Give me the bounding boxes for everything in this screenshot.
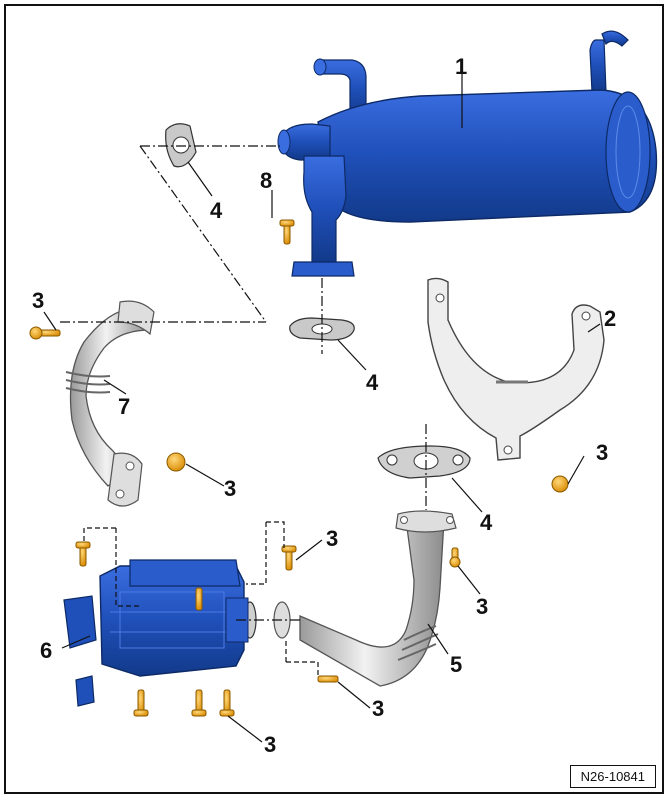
callout-4-cooler-inlet: 4 [210, 198, 223, 223]
callout-2: 2 [604, 306, 617, 331]
figure-reference: N26-10841 [569, 765, 656, 788]
callout-4-cooler-outlet: 4 [366, 370, 379, 395]
leader-lines [43, 74, 601, 743]
bolt-pipe5-lower [317, 675, 339, 683]
bracket [427, 277, 605, 461]
bolt-valve-bottom-3 [219, 689, 235, 717]
bolt-valve-center [195, 587, 203, 611]
callout-4-pipe5: 4 [480, 510, 493, 535]
callout-1: 1 [455, 54, 468, 79]
bolt-pipe5-flange [449, 547, 461, 568]
callout-3-pipe7-nut: 3 [224, 476, 237, 501]
callout-3-pipe5-flange: 3 [476, 594, 489, 619]
bolt-bracket [551, 475, 569, 493]
callout-3-pipe7-bolt: 3 [32, 288, 45, 313]
bolt-8 [279, 219, 295, 245]
bolt-valve-top-right [281, 545, 297, 571]
callout-5: 5 [450, 652, 463, 677]
egr-cooler [277, 30, 658, 277]
gasket-pipe-5 [377, 445, 471, 479]
bolt-valve-bottom-2 [191, 689, 207, 717]
nut-7-bottom [166, 452, 186, 472]
bolt-7-top [29, 326, 61, 340]
egr-pipe-5 [273, 510, 457, 687]
callout-3-pipe5-lower: 3 [372, 696, 385, 721]
connecting-pipe-7 [65, 300, 155, 507]
callout-3-valve-bottom: 3 [264, 732, 277, 757]
callout-3-bracket: 3 [596, 440, 609, 465]
diagram-frame [4, 4, 664, 794]
egr-valve [63, 559, 249, 707]
gasket-cooler-inlet [165, 123, 197, 168]
bolt-valve-bottom-1 [133, 689, 149, 717]
callout-8: 8 [260, 168, 273, 193]
bolts [29, 219, 569, 717]
callout-7: 7 [118, 394, 131, 419]
callout-6: 6 [40, 638, 53, 663]
callout-3-valve-top: 3 [326, 526, 339, 551]
bolt-valve-top-left [75, 541, 91, 567]
